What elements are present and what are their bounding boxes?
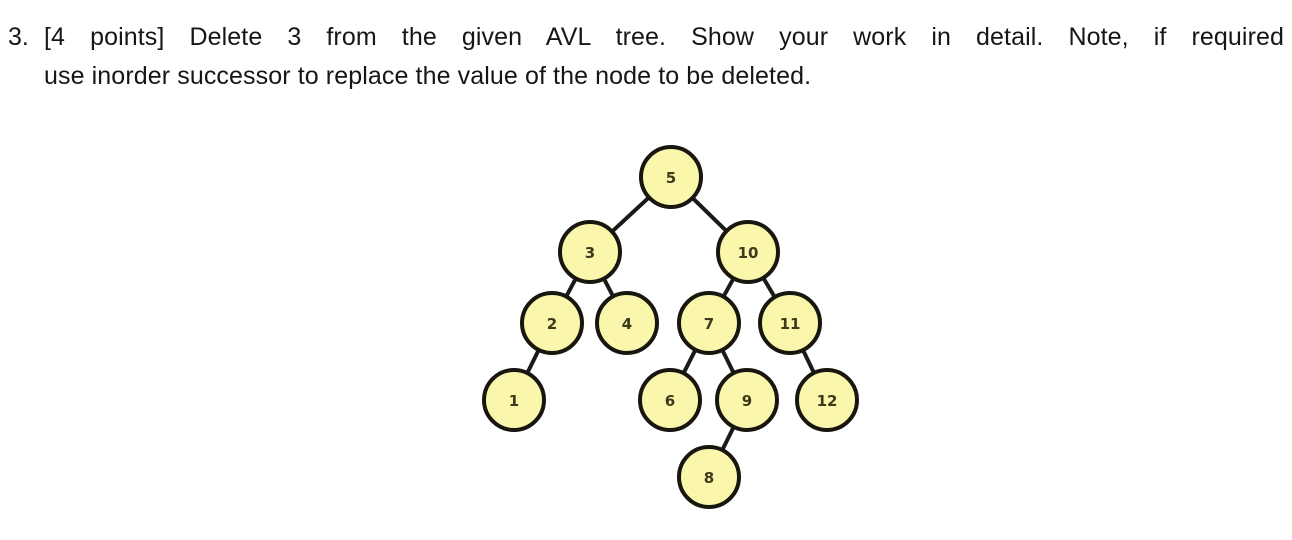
tree-node-label-4: 4 xyxy=(622,315,632,333)
tree-node-2: 2 xyxy=(520,291,584,355)
tree-edge-5-3 xyxy=(609,194,652,235)
tree-edge-3-4 xyxy=(601,275,616,300)
question-text: [4 points] Delete 3 from the given AVL t… xyxy=(44,18,1292,96)
tree-node-label-10: 10 xyxy=(738,244,759,262)
tree-edge-2-1 xyxy=(524,347,542,376)
tree-node-circle-11 xyxy=(758,291,822,355)
tree-node-circle-10 xyxy=(716,220,780,284)
tree-edge-group xyxy=(524,194,817,453)
tree-node-1: 1 xyxy=(482,368,546,432)
tree-node-label-12: 12 xyxy=(817,392,838,410)
tree-edge-5-10 xyxy=(689,195,730,234)
tree-node-circle-2 xyxy=(520,291,584,355)
tree-node-4: 4 xyxy=(595,291,659,355)
tree-node-label-5: 5 xyxy=(666,169,676,187)
tree-edge-10-7 xyxy=(720,275,737,300)
tree-node-circle-9 xyxy=(715,368,779,432)
tree-node-label-9: 9 xyxy=(742,392,752,410)
tree-node-circle-8 xyxy=(677,445,741,509)
tree-node-circle-4 xyxy=(595,291,659,355)
tree-node-circle-7 xyxy=(677,291,741,355)
tree-edge-10-11 xyxy=(760,274,778,301)
question-block: 3. [4 points] Delete 3 from the given AV… xyxy=(0,18,1292,96)
tree-node-3: 3 xyxy=(558,220,622,284)
tree-edge-7-9 xyxy=(719,347,737,376)
tree-node-label-3: 3 xyxy=(585,244,595,262)
tree-node-10: 10 xyxy=(716,220,780,284)
tree-edge-9-8 xyxy=(719,424,737,453)
tree-edge-11-12 xyxy=(800,347,817,376)
question-number: 3. xyxy=(8,23,29,51)
tree-node-label-6: 6 xyxy=(665,392,675,410)
tree-node-circle-12 xyxy=(795,368,859,432)
tree-node-circle-3 xyxy=(558,220,622,284)
tree-node-circle-5 xyxy=(639,145,703,209)
tree-node-11: 11 xyxy=(758,291,822,355)
tree-node-label-8: 8 xyxy=(704,469,714,487)
tree-node-label-11: 11 xyxy=(780,315,801,333)
tree-node-label-1: 1 xyxy=(509,392,519,410)
tree-node-circle-6 xyxy=(638,368,702,432)
tree-edge-3-2 xyxy=(563,275,579,300)
tree-node-7: 7 xyxy=(677,291,741,355)
question-text-line-1: [4 points] Delete 3 from the given AVL t… xyxy=(44,23,1284,51)
tree-node-label-7: 7 xyxy=(704,315,714,333)
tree-node-label-2: 2 xyxy=(547,315,557,333)
tree-node-8: 8 xyxy=(677,445,741,509)
tree-node-circle-1 xyxy=(482,368,546,432)
tree-node-12: 12 xyxy=(795,368,859,432)
tree-node-9: 9 xyxy=(715,368,779,432)
tree-node-5: 5 xyxy=(639,145,703,209)
tree-edge-7-6 xyxy=(681,346,698,377)
tree-node-6: 6 xyxy=(638,368,702,432)
question-text-line-2: use inorder successor to replace the val… xyxy=(44,62,812,90)
